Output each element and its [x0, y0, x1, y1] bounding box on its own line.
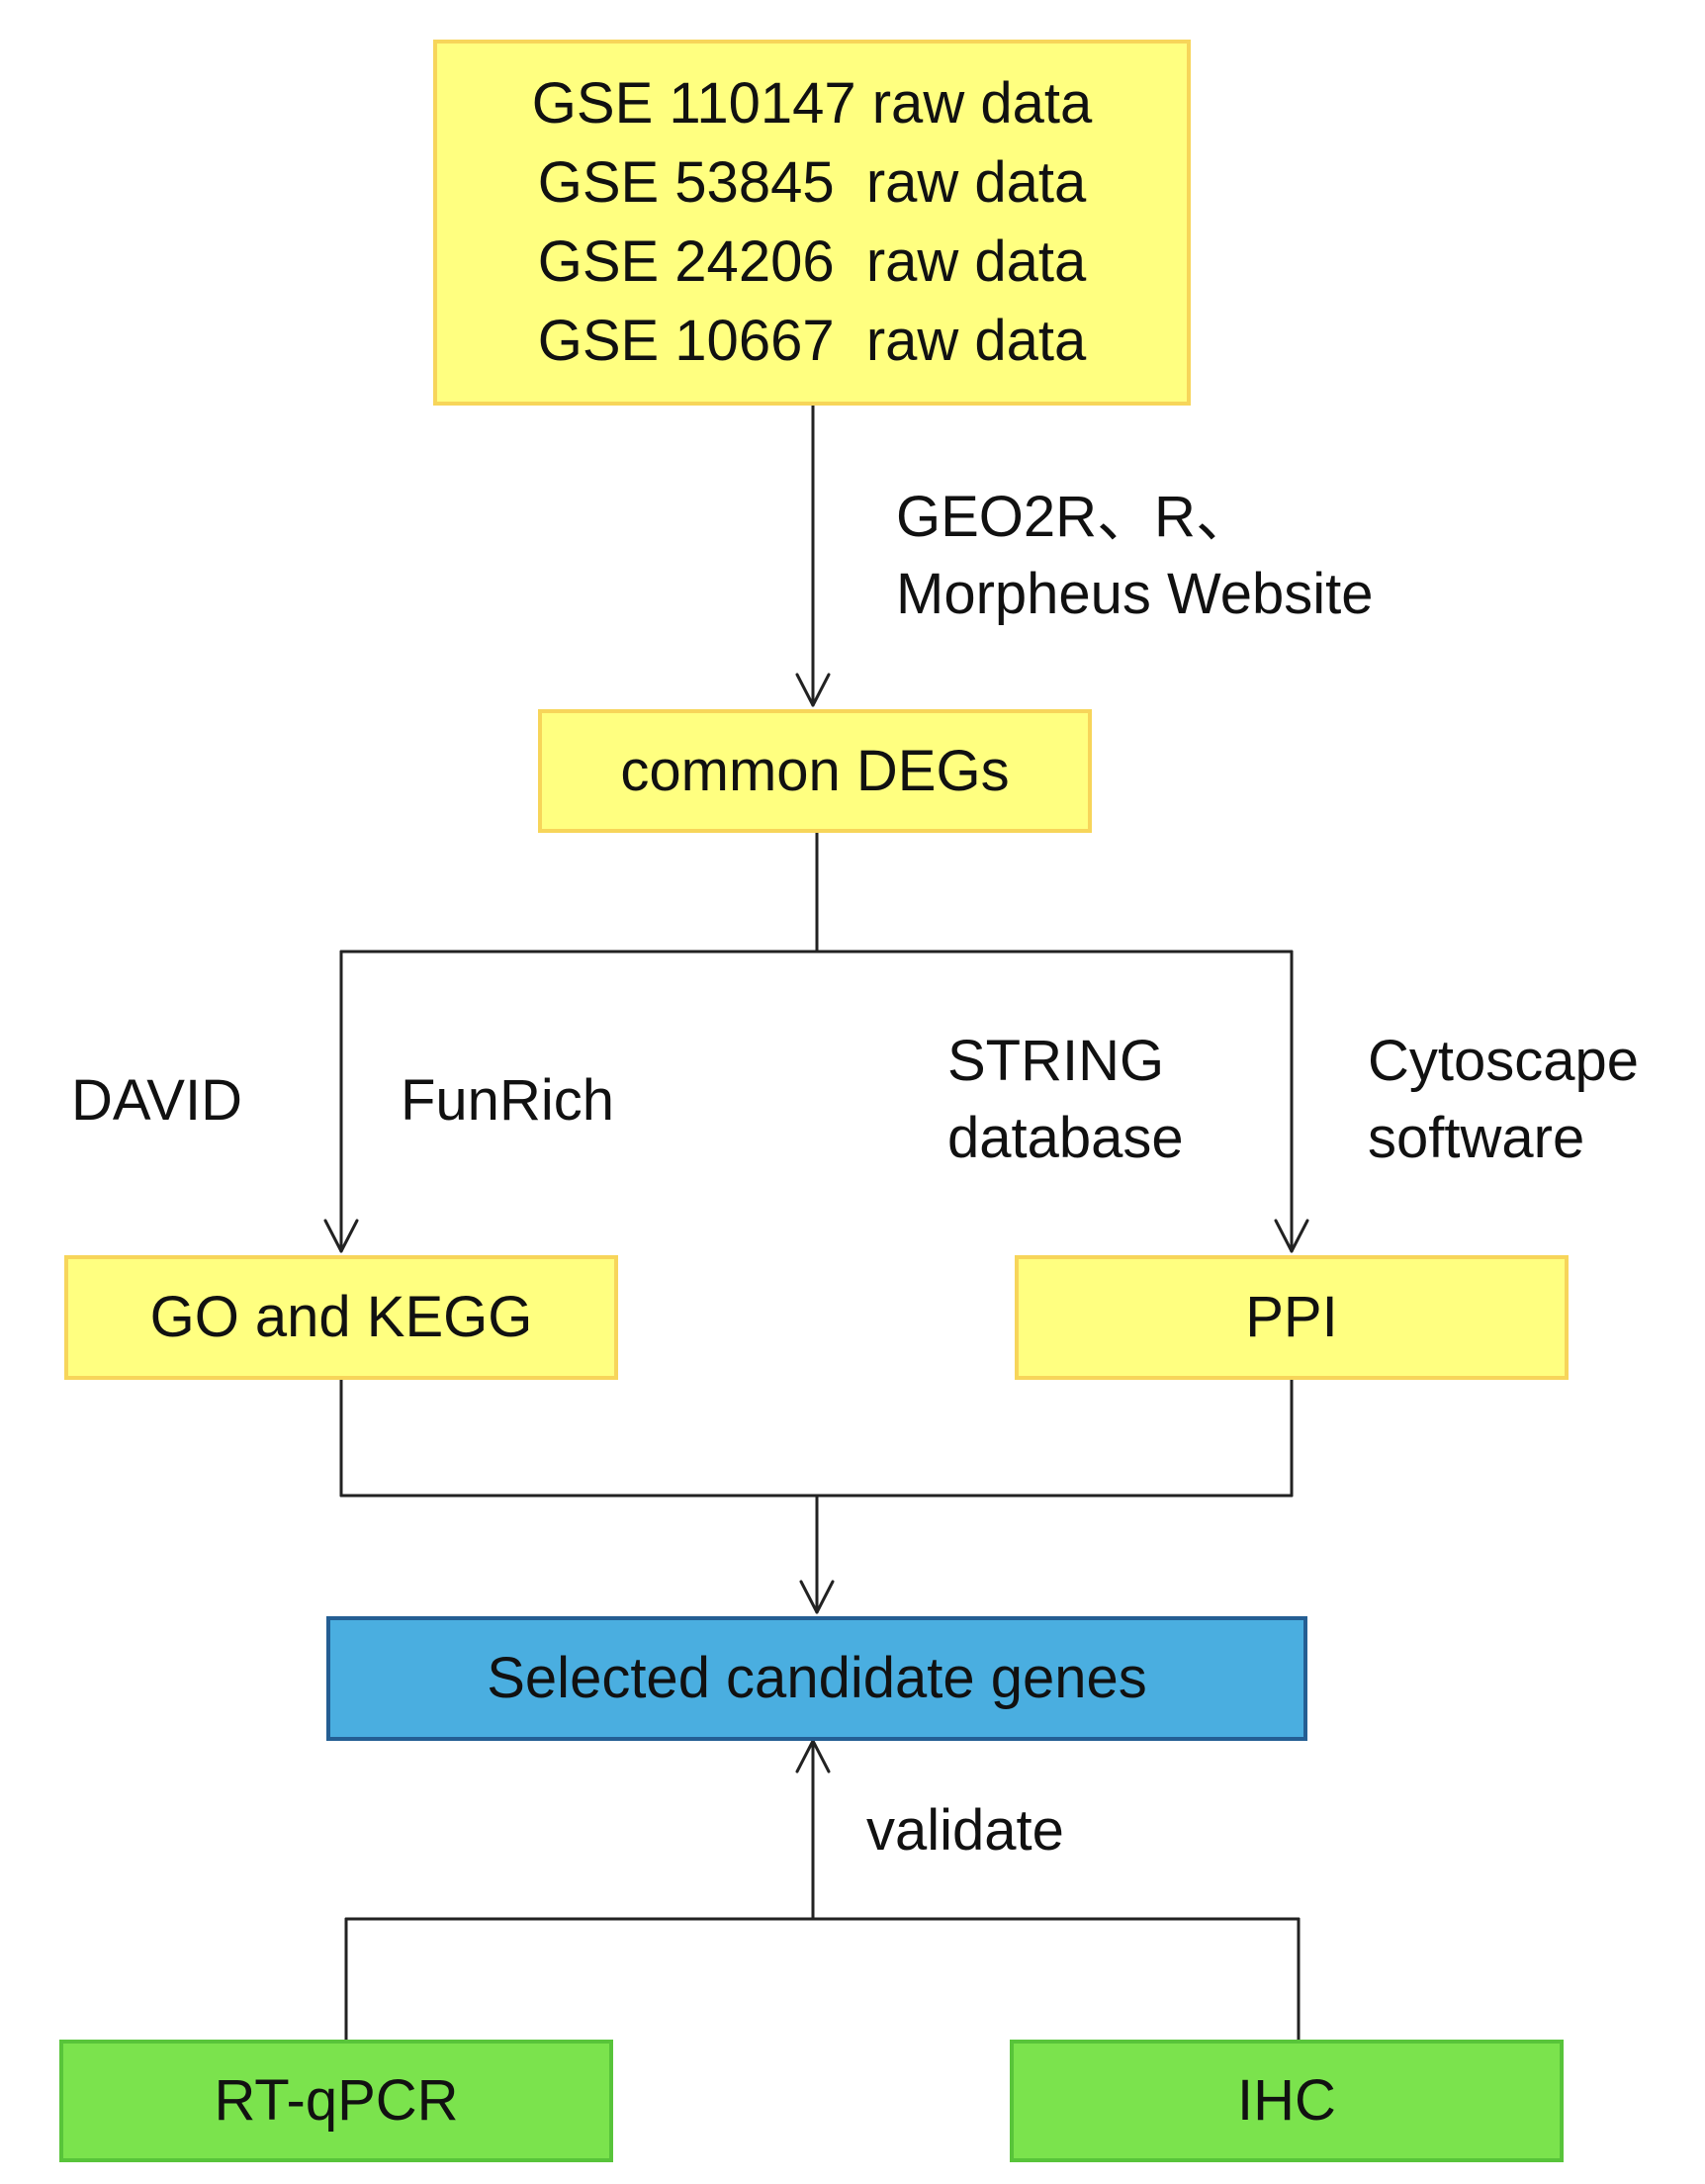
tool-label-string: STRING	[947, 1029, 1165, 1093]
dataset-line-3: GSE 24206 raw data	[537, 229, 1087, 294]
arrowhead-ppi	[1274, 1219, 1309, 1253]
ppi-box: PPI	[1015, 1255, 1569, 1380]
tools-label-morpheus: Morpheus Website	[896, 562, 1374, 626]
common-degs-label: common DEGs	[620, 738, 1010, 803]
ppi-label: PPI	[1245, 1285, 1338, 1349]
rt-qpcr-label: RT-qPCR	[214, 2068, 459, 2133]
tool-label-cytoscape-software: software	[1368, 1106, 1585, 1170]
datasets-box: GSE 110147 raw data GSE 53845 raw data G…	[433, 40, 1191, 406]
tool-label-string-database: database	[947, 1106, 1184, 1170]
dataset-line-2: GSE 53845 raw data	[537, 150, 1087, 215]
go-kegg-label: GO and KEGG	[149, 1285, 533, 1349]
tools-label-geo2r: GEO2R、R、	[896, 485, 1253, 549]
arrowhead-validate	[795, 1739, 831, 1774]
arrowhead-degs	[795, 673, 831, 707]
arrowhead-selected	[799, 1580, 835, 1614]
tool-label-david: DAVID	[71, 1068, 242, 1133]
ihc-label: IHC	[1237, 2068, 1336, 2133]
common-degs-box: common DEGs	[538, 709, 1092, 833]
tool-label-cytoscape: Cytoscape	[1368, 1029, 1640, 1093]
arrowhead-go-kegg	[323, 1219, 359, 1253]
dataset-line-4: GSE 10667 raw data	[537, 309, 1087, 373]
dataset-line-1: GSE 110147 raw data	[531, 71, 1093, 136]
tool-label-funrich: FunRich	[401, 1068, 614, 1133]
ihc-box: IHC	[1010, 2040, 1564, 2162]
selected-genes-box: Selected candidate genes	[326, 1616, 1307, 1741]
selected-genes-label: Selected candidate genes	[487, 1646, 1147, 1710]
rt-qpcr-box: RT-qPCR	[59, 2040, 613, 2162]
validate-label: validate	[866, 1798, 1064, 1863]
go-kegg-box: GO and KEGG	[64, 1255, 618, 1380]
